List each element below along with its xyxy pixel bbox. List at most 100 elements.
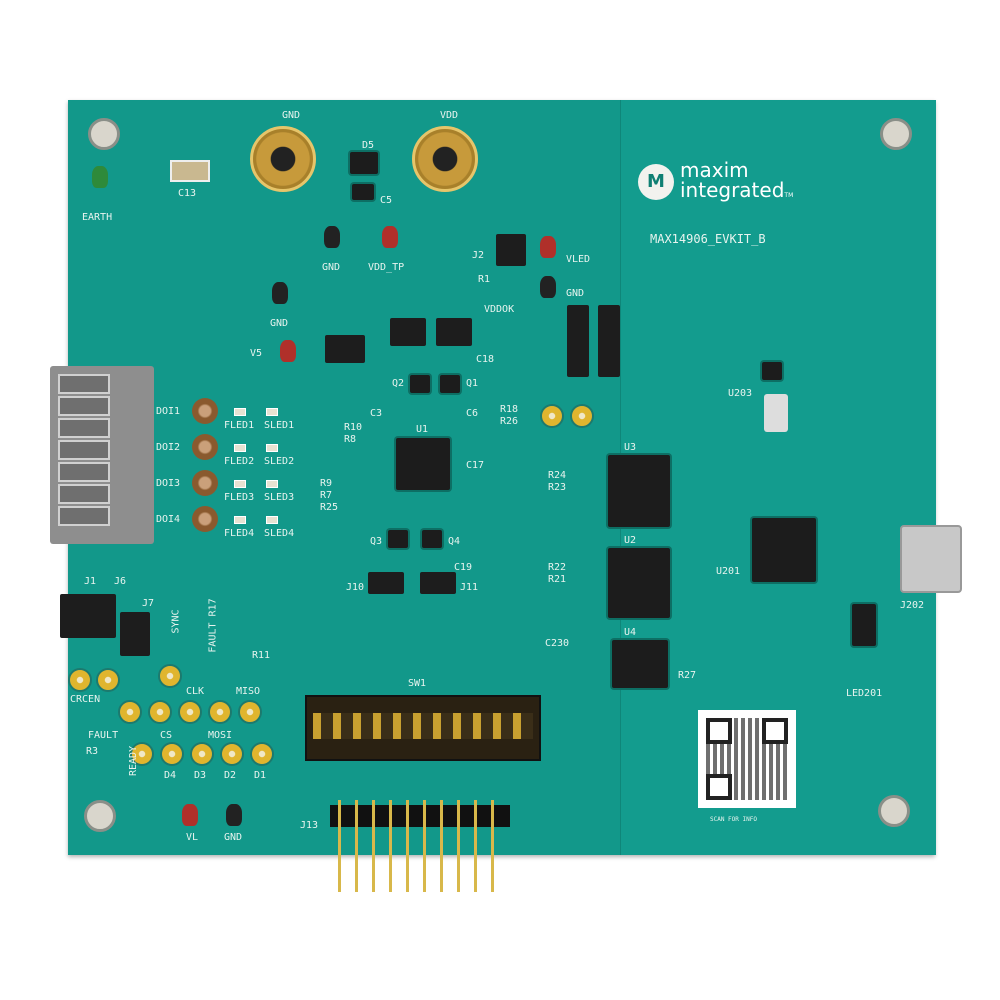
c18-label: C18 (476, 354, 495, 365)
transistor-q2 (410, 375, 430, 393)
vled-test-point[interactable] (540, 236, 556, 258)
earth-label: EARTH (82, 212, 113, 223)
spi-pad[interactable] (118, 700, 142, 724)
u201-label: U201 (716, 566, 741, 577)
sled-label: SLED3 (264, 492, 295, 503)
test-pad[interactable] (570, 404, 594, 428)
header-pin (423, 800, 426, 892)
crcen-pad[interactable] (96, 668, 120, 692)
r21-label: R21 (548, 574, 567, 585)
vdd-test-point[interactable] (382, 226, 398, 248)
jumper-j7[interactable] (120, 612, 150, 656)
r9-label: R9 (320, 478, 333, 489)
c17-label: C17 (466, 460, 485, 471)
r24-label: R24 (548, 470, 567, 481)
maxim-logo-icon: M (638, 164, 674, 200)
d4-pad[interactable] (160, 742, 184, 766)
gnd-test-point[interactable] (324, 226, 340, 248)
d3-pad[interactable] (190, 742, 214, 766)
r3-label: R3 (86, 746, 99, 757)
jumper[interactable] (436, 318, 472, 346)
r10-label: R10 (344, 422, 363, 433)
vdd-binding-post[interactable] (412, 126, 478, 192)
c230-label: C230 (545, 638, 570, 649)
vl-label: VL (186, 832, 199, 843)
qr-code[interactable] (698, 710, 796, 808)
jumper[interactable] (598, 305, 620, 377)
channel-row: DOI3 FLED3 SLED3 (156, 468, 356, 503)
jumper-j1-j6[interactable] (60, 594, 116, 638)
ready-label: READY (128, 745, 139, 776)
u4-label: U4 (624, 627, 637, 638)
vled-label: VLED (566, 254, 591, 265)
channel-row: DOI2 FLED2 SLED2 (156, 432, 356, 467)
sync-pad[interactable] (158, 664, 182, 688)
crcen-pad[interactable] (68, 668, 92, 692)
v5-label: V5 (250, 348, 263, 359)
brand-line2: integrated (680, 178, 785, 202)
vdd-post-label: VDD (440, 110, 459, 121)
spi-pad[interactable] (208, 700, 232, 724)
j10-label: J10 (346, 582, 365, 593)
clk-label: CLK (186, 686, 205, 697)
gnd-binding-post[interactable] (250, 126, 316, 192)
j2-label: J2 (472, 250, 485, 261)
vdd-tp-label: VDD_TP (368, 262, 405, 273)
channel-test-point[interactable] (192, 470, 218, 496)
gnd-test-point-3[interactable] (272, 282, 288, 304)
header-pin (406, 800, 409, 892)
terminal-block[interactable] (50, 366, 154, 544)
doi-label: DOI2 (156, 442, 181, 453)
mounting-hole (878, 795, 910, 827)
led-sled (266, 444, 278, 452)
jumper-j2[interactable] (496, 234, 526, 266)
v5-test-point[interactable] (280, 340, 296, 362)
d1-pad[interactable] (250, 742, 274, 766)
test-pad[interactable] (540, 404, 564, 428)
earth-test-point[interactable] (92, 166, 108, 188)
header-pin (389, 800, 392, 892)
clk-pad[interactable] (178, 700, 202, 724)
channel-test-point[interactable] (192, 398, 218, 424)
spi-pad[interactable] (148, 700, 172, 724)
transistor-q1 (440, 375, 460, 393)
channel-test-point[interactable] (192, 434, 218, 460)
c6-label: C6 (466, 408, 479, 419)
u3-label: U3 (624, 442, 637, 453)
miso-pad[interactable] (238, 700, 262, 724)
d4-label: D4 (164, 770, 177, 781)
c13-label: C13 (178, 188, 197, 199)
fault-r17-label: FAULT R17 (207, 598, 219, 653)
r22-label: R22 (548, 562, 567, 573)
fled-label: FLED2 (224, 456, 255, 467)
jumper[interactable] (567, 305, 589, 377)
r1-label: R1 (478, 274, 491, 285)
dip-switch-sw1[interactable] (305, 695, 541, 761)
mounting-hole (88, 118, 120, 150)
c3-label: C3 (370, 408, 383, 419)
channel-test-point[interactable] (192, 506, 218, 532)
usb-connector[interactable] (900, 525, 962, 593)
board-id-label: MAX14906_EVKIT_B (650, 232, 766, 246)
sled-label: SLED4 (264, 528, 295, 539)
header-pin (355, 800, 358, 892)
r11-label: R11 (252, 650, 271, 661)
fault-pad[interactable] (130, 742, 154, 766)
jumper[interactable] (325, 335, 365, 363)
r8-label: R8 (344, 434, 357, 445)
jumper[interactable] (390, 318, 426, 346)
fled-label: FLED3 (224, 492, 255, 503)
transistor-q4 (422, 530, 442, 548)
c19-label: C19 (454, 562, 473, 573)
gnd-test-point-2[interactable] (540, 276, 556, 298)
pin-header-j13[interactable] (330, 805, 510, 827)
gnd-test-point-4[interactable] (226, 804, 242, 826)
sync-label: SYNC (170, 609, 182, 634)
jumper-j11[interactable] (420, 572, 456, 594)
q1-label: Q1 (466, 378, 479, 389)
d2-pad[interactable] (220, 742, 244, 766)
j1-label: J1 (84, 576, 97, 587)
led201-label: LED201 (846, 688, 883, 699)
vl-test-point[interactable] (182, 804, 198, 826)
jumper-j10[interactable] (368, 572, 404, 594)
